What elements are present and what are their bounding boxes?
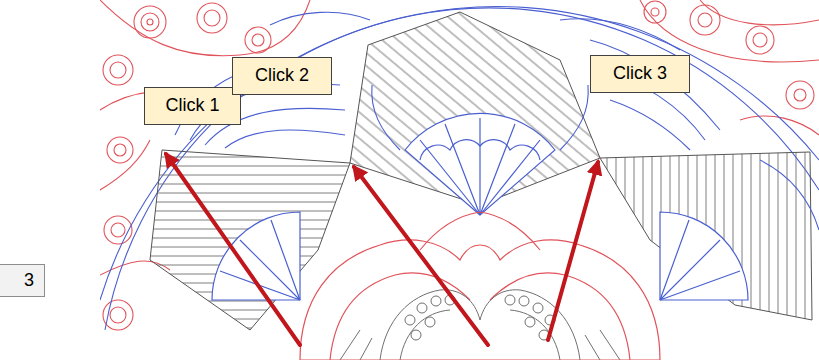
gray-inner-ring — [505, 295, 515, 305]
red-swirls — [147, 19, 153, 25]
gray-inner-ring — [533, 303, 543, 313]
callout-label: Click 3 — [613, 64, 667, 84]
callout-box: Click 1 — [144, 87, 241, 125]
blue-feathers — [372, 85, 400, 150]
red-swirls — [698, 13, 712, 27]
leader-arrows — [354, 167, 488, 345]
blue-fans — [212, 212, 300, 300]
red-swirls — [640, 0, 819, 62]
red-swirls — [107, 137, 133, 163]
gray-inner-ring — [411, 330, 421, 340]
blue-feathers — [610, 100, 690, 150]
blue-fans — [660, 220, 740, 300]
leader-arrows — [548, 162, 598, 340]
red-swirls — [111, 223, 125, 237]
leader-arrows — [166, 154, 300, 345]
red-swirls — [141, 13, 159, 31]
red-swirls — [104, 216, 132, 244]
red-swirls — [100, 140, 150, 190]
blue-feathers — [560, 85, 588, 150]
step-number: 3 — [24, 271, 34, 291]
gray-inner-ring — [380, 290, 580, 360]
gray-inner-ring — [400, 310, 450, 360]
red-swirls — [252, 34, 264, 46]
callout-label: Click 1 — [165, 96, 219, 116]
blue-feathers — [760, 160, 819, 230]
red-swirls — [100, 0, 310, 56]
gray-inner-ring — [417, 303, 427, 313]
blue-fans — [405, 113, 555, 215]
red-swirls — [197, 3, 227, 33]
red-swirls — [746, 26, 774, 54]
mandala-drawing — [100, 0, 819, 360]
callout-box: Click 3 — [590, 55, 690, 93]
callout-label: Click 2 — [255, 66, 309, 86]
gray-inner-ring — [425, 317, 435, 327]
callout-box: Click 2 — [232, 57, 332, 95]
red-swirls — [740, 116, 819, 135]
blue-fans — [420, 140, 540, 160]
red-scallops — [330, 273, 470, 360]
red-scallops — [300, 212, 660, 360]
gray-inner-ring — [431, 296, 441, 306]
gray-inner-ring — [340, 290, 620, 360]
red-scallops — [490, 273, 630, 360]
red-swirls — [700, 0, 819, 25]
leader-arrows — [166, 154, 598, 345]
blue-feathers — [175, 12, 819, 230]
red-swirls — [794, 89, 806, 101]
red-swirls — [204, 10, 220, 26]
red-swirls — [786, 81, 814, 109]
blue-fans — [420, 118, 540, 215]
blue-feathers — [225, 130, 345, 148]
red-scallops — [300, 240, 660, 360]
blue-feathers — [270, 12, 370, 25]
gray-inner-ring — [405, 315, 415, 325]
blue-fans — [660, 212, 748, 300]
red-scallops — [420, 212, 540, 250]
red-swirls — [753, 33, 767, 47]
gray-inner-ring — [519, 296, 529, 306]
red-swirls — [690, 5, 720, 35]
red-swirls — [134, 6, 166, 38]
blue-feathers — [590, 40, 720, 130]
red-swirls — [114, 144, 126, 156]
step-number-box: 3 — [0, 264, 45, 297]
red-swirls — [103, 55, 133, 85]
red-swirls — [110, 307, 126, 323]
red-swirls — [110, 62, 126, 78]
gray-inner-ring — [525, 317, 535, 327]
blue-feathers — [560, 19, 680, 50]
red-swirls — [651, 8, 659, 16]
